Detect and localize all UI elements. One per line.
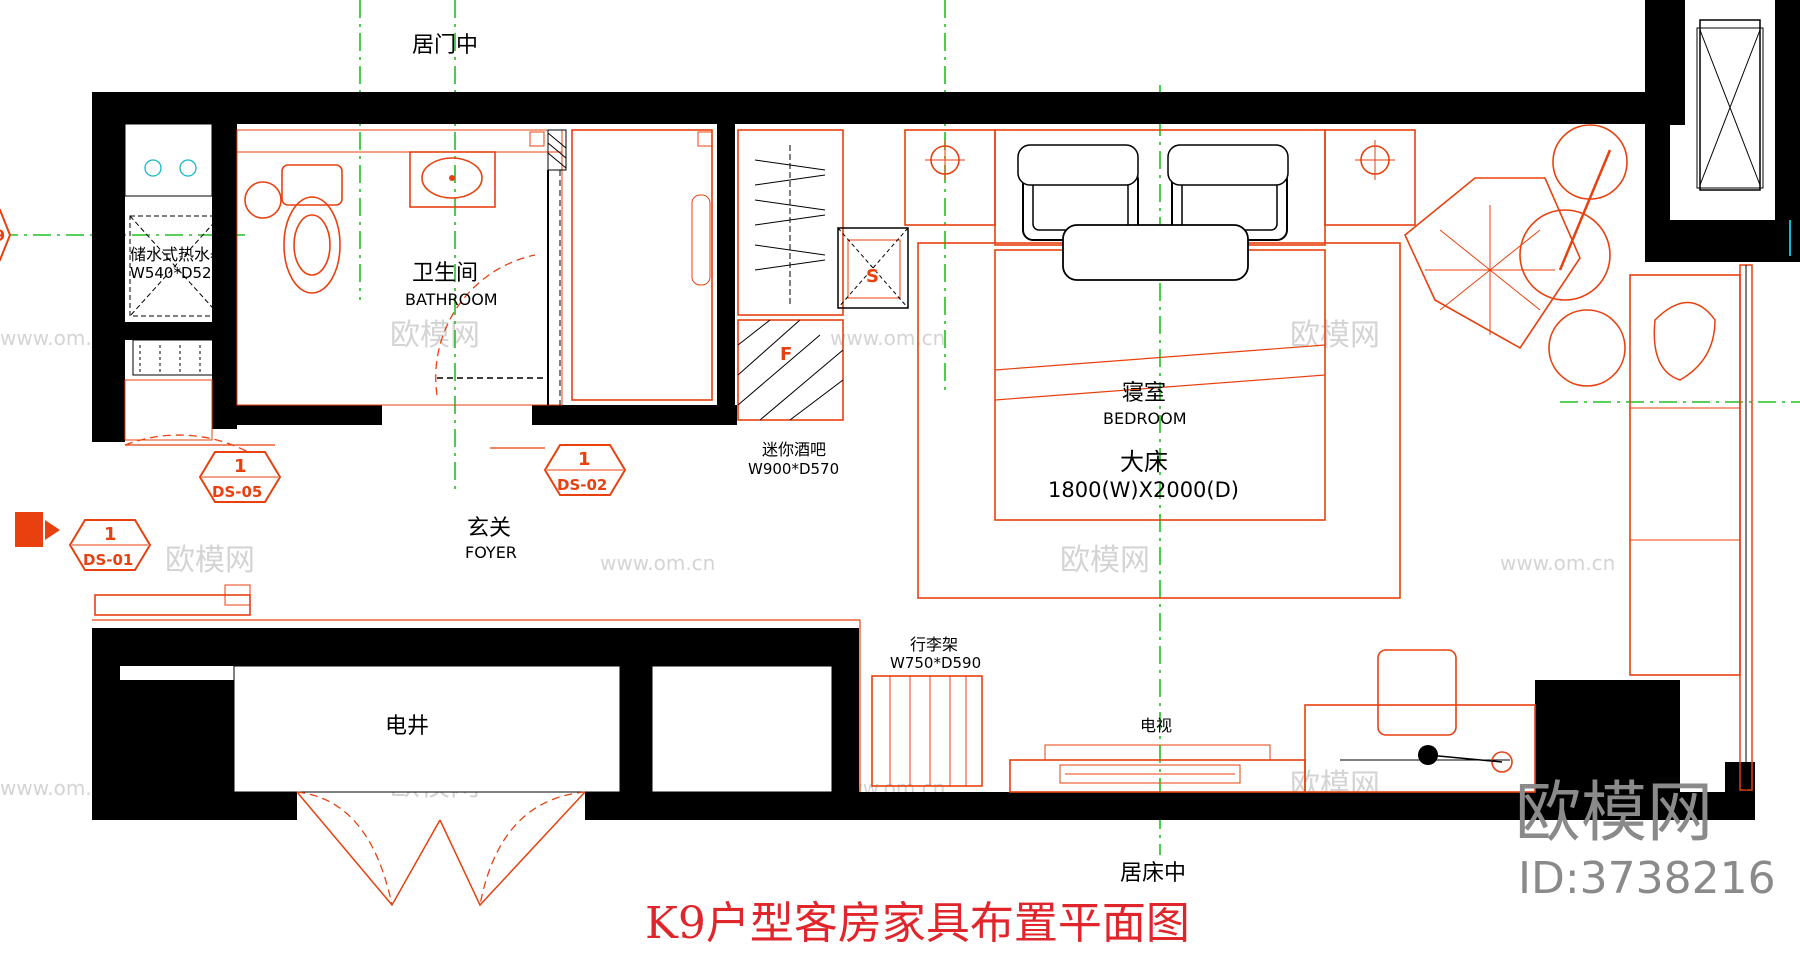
watermark-url: www.om.cn [600,551,715,575]
cyan-dot-icon [144,159,162,177]
detail-tag-code: DS-02 [557,476,607,494]
luggage-rack-size: W750*D590 [890,654,981,672]
fridge-mark: F [780,344,792,365]
bathroom: 卫生间 BATHROOM [236,129,713,406]
minibar-label: 迷你酒吧 [762,440,826,459]
foyer-label-en: FOYER [465,543,517,562]
door-center-label: 居门中 [412,33,478,58]
id-watermark: ID:3738216 [1518,853,1776,904]
brand-watermark: 欧模网 [1515,774,1713,851]
water-heater-label: 储水式热水器 [130,245,226,264]
detail-tag-code: DS-05 [212,483,262,501]
detail-tag-ds01: 1 DS-01 [15,512,152,571]
drawing-title: K9户型客房家具布置平面图 [645,898,1190,949]
water-heater-size: W540*D520 [130,264,221,282]
watermark-url: www.om.cn [1500,551,1615,575]
bedroom-label-en: BEDROOM [1103,409,1187,428]
electrical-shaft: 电井 [233,665,833,907]
lounge-area [1404,124,1753,791]
luggage-rack-label: 行李架 [910,635,958,654]
bedroom-label: 寝室 [1122,381,1166,406]
detail-tag-9: 9 [0,209,12,261]
foyer: 玄关 FOYER [94,434,517,616]
bathroom-label-en: BATHROOM [405,290,498,309]
walls [92,0,1800,820]
bed-size: 1800(W)X2000(D) [1048,478,1239,502]
detail-tag-number: 1 [104,524,117,545]
window-box-top-right [1696,19,1791,256]
watermark-brand: 欧模网 [1290,318,1380,353]
detail-tag-ds02: 1 DS-02 [490,444,627,496]
watermark-brand: 欧模网 [1060,543,1150,578]
watermark-url: www.om.cn [830,326,945,350]
detail-tag-number: 1 [578,449,591,470]
watermark-brand: 欧模网 [165,543,255,578]
shaft-label: 电井 [385,714,429,739]
watermark-brand: 欧模网 [390,318,480,353]
bed-label: 大床 [1120,448,1168,476]
water-heater-closet: 储水式热水器 W540*D520 [124,123,226,441]
foyer-label: 玄关 [467,516,511,541]
bathroom-label: 卫生间 [412,261,478,286]
cyan-dot-icon [179,159,197,177]
detail-tag-ds05: 1 DS-05 [198,451,282,503]
center-axes [0,0,1800,855]
bedroom: 寝室 BEDROOM 大床 1800(W)X2000(D) [904,129,1416,599]
wardrobe-minibar: F S 迷你酒吧 W900*D570 [737,129,909,478]
detail-tag-code: DS-01 [83,551,133,569]
detail-tag-number: 1 [234,456,247,477]
safe-mark: S [866,266,879,287]
detail-tag-number: 9 [0,226,5,245]
bed-center-label: 居床中 [1120,861,1186,886]
minibar-size: W900*D570 [748,460,839,478]
tv-label: 电视 [1140,716,1172,735]
desk-tv-luggage: 电视 行李架 W750*D590 [92,619,1536,793]
